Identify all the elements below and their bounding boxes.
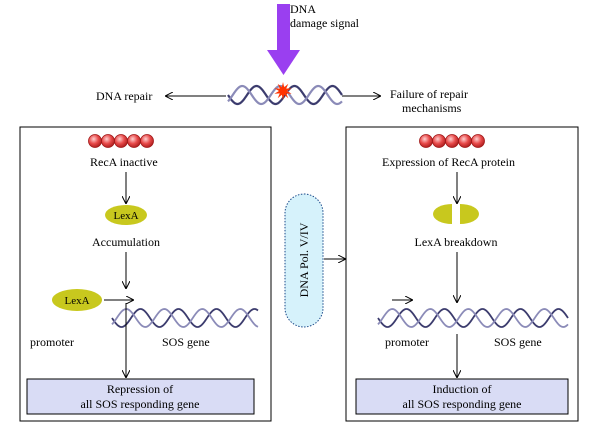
repair-failure-label-line1: Failure of repair xyxy=(390,87,468,101)
induction-line2: all SOS responding gene xyxy=(403,397,522,411)
cleaved-lexa-right-half xyxy=(460,204,479,224)
polymerase-capsule: DNA Pol. V/IV xyxy=(284,193,324,328)
left-promoter-label: promoter xyxy=(30,335,74,349)
right-panel-frame xyxy=(345,126,579,422)
induction-line1: Induction of xyxy=(433,382,492,396)
reca-bead xyxy=(471,134,485,148)
right-panel: Expression of RecA protein LexA breakdow… xyxy=(345,126,579,422)
reca-bead xyxy=(140,134,154,148)
left-sos-gene-label: SOS gene xyxy=(162,335,210,349)
reca-bead xyxy=(88,134,102,148)
reca-bead xyxy=(127,134,141,148)
reca-bead xyxy=(432,134,446,148)
reca-bead xyxy=(458,134,472,148)
reca-inactive-label: RecA inactive xyxy=(90,155,158,169)
dna-repair-label: DNA repair xyxy=(96,89,152,103)
top-section: DNA damage signal DNA repair Failure of … xyxy=(96,2,468,115)
repression-result-box xyxy=(26,378,255,415)
reca-expression-label: Expression of RecA protein xyxy=(382,155,515,169)
lexa-repressor xyxy=(105,205,147,225)
reca-bead xyxy=(419,134,433,148)
polymerase-capsule-shape xyxy=(284,193,324,328)
damage-star-icon xyxy=(274,82,292,100)
cleaved-lexa-left-half xyxy=(433,204,452,224)
left-dna-helix xyxy=(111,308,259,328)
left-panel: RecA inactive LexA Accumulation LexA pro… xyxy=(19,126,272,422)
lexa-label: LexA xyxy=(113,210,138,222)
cleaved-lexa xyxy=(433,204,479,224)
repression-line1: Repression of xyxy=(107,382,173,396)
bound-lexa-repressor xyxy=(52,289,102,311)
reca-bead xyxy=(445,134,459,148)
right-dna-helix xyxy=(377,308,569,328)
polymerase-label: DNA Pol. V/IV xyxy=(297,222,311,297)
reca-bead xyxy=(114,134,128,148)
repression-line2: all SOS responding gene xyxy=(81,397,200,411)
reca-bead xyxy=(101,134,115,148)
repair-failure-label-line2: mechanisms xyxy=(402,101,462,115)
damage-signal-label-line1: DNA xyxy=(290,2,316,16)
right-promoter-label: promoter xyxy=(385,335,429,349)
damage-signal-arrow xyxy=(267,4,300,75)
damage-signal-label-line2: damage signal xyxy=(290,16,360,30)
lexa-breakdown-label: LexA breakdown xyxy=(415,235,498,249)
left-panel-frame xyxy=(19,126,272,422)
reca-inactive-beads xyxy=(88,134,154,148)
accumulation-label: Accumulation xyxy=(92,235,160,249)
induction-result-box xyxy=(355,378,569,415)
reca-protein-beads xyxy=(419,134,485,148)
bound-lexa-label: LexA xyxy=(64,295,89,307)
right-sos-gene-label: SOS gene xyxy=(494,335,542,349)
